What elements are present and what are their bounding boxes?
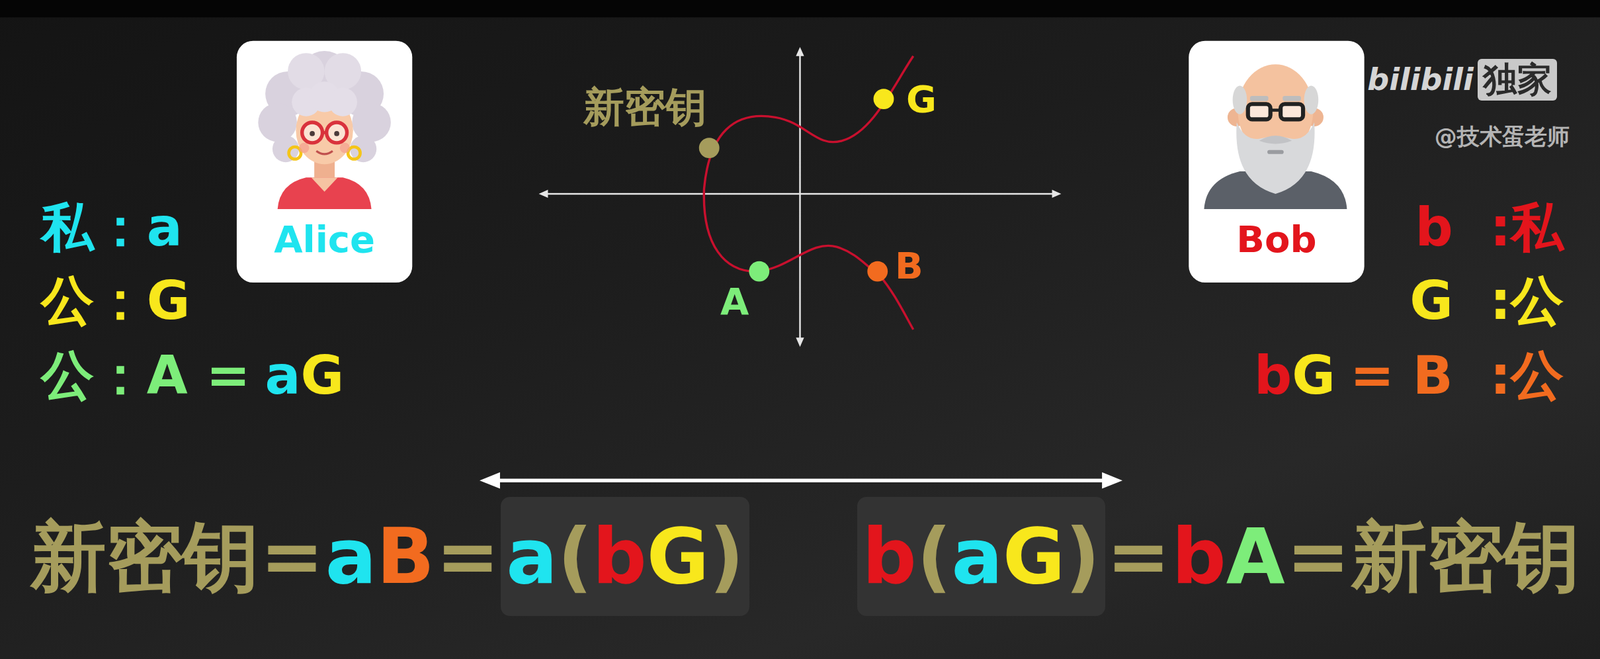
bob-card: Bob bbox=[1188, 41, 1364, 284]
formula-term: B bbox=[376, 510, 435, 602]
bob-avatar-part bbox=[1236, 122, 1315, 194]
bob-avatar-part bbox=[1304, 85, 1319, 115]
axes-part bbox=[1052, 189, 1062, 198]
formula-term: = bbox=[259, 510, 324, 602]
alice-card: Alice bbox=[236, 41, 413, 284]
alice-avatar-part bbox=[311, 177, 338, 192]
formula-term: = bbox=[1286, 510, 1350, 602]
axes-part bbox=[539, 189, 549, 198]
key-label: G bbox=[300, 343, 344, 408]
point-b bbox=[867, 261, 888, 282]
elliptic-curve bbox=[703, 56, 913, 330]
alice-avatar-part bbox=[302, 122, 323, 143]
key-label: b bbox=[1415, 195, 1454, 260]
key-label: 私：a bbox=[41, 195, 183, 260]
key-label: G bbox=[1291, 343, 1336, 408]
bob-avatar-part bbox=[1282, 95, 1302, 102]
alice-avatar-part bbox=[328, 87, 358, 117]
bob-avatar-part bbox=[1280, 103, 1304, 120]
key-label: a bbox=[265, 343, 301, 408]
point-new-key bbox=[699, 137, 720, 159]
alice-avatar-part bbox=[326, 122, 348, 143]
bob-avatar-part bbox=[1232, 85, 1248, 115]
alice-avatar-part bbox=[351, 103, 391, 143]
key-label: 公：A = bbox=[41, 343, 251, 408]
node-text: Bob bbox=[1236, 216, 1317, 262]
curve-point-label: A bbox=[720, 279, 749, 324]
bob-avatar-part bbox=[1267, 150, 1284, 155]
formula-term: a bbox=[325, 510, 378, 602]
formula-term: A bbox=[1226, 510, 1286, 602]
bob-card-bg bbox=[1188, 41, 1364, 283]
highlight-box: a(bG) bbox=[500, 496, 749, 616]
highlight-box: b(aG) bbox=[857, 496, 1106, 616]
point-a bbox=[748, 261, 770, 282]
key-label: G bbox=[1409, 269, 1454, 333]
axes bbox=[539, 46, 1062, 347]
alice-avatar-part bbox=[316, 150, 333, 155]
alice-avatar-part bbox=[298, 142, 309, 153]
node-text: b bbox=[862, 510, 917, 602]
key-label: :私 bbox=[1489, 195, 1564, 260]
formula-term: 新密钥 bbox=[1351, 510, 1580, 602]
key-label: :公 bbox=[1489, 269, 1564, 333]
alice-avatar-part bbox=[309, 130, 315, 137]
key-label: b bbox=[1254, 343, 1292, 408]
curve-point-label: G bbox=[906, 76, 937, 122]
alice-avatar bbox=[257, 50, 391, 210]
bob-avatar-part bbox=[1270, 108, 1281, 112]
alice-avatar-part bbox=[322, 130, 327, 135]
key-label: 公：G bbox=[41, 269, 191, 333]
axes-part bbox=[799, 52, 801, 341]
key-label: = B bbox=[1349, 343, 1454, 408]
bob-avatar-part bbox=[1250, 95, 1269, 102]
bob-avatar bbox=[1203, 64, 1347, 210]
top-bar bbox=[0, 0, 1600, 18]
axes-part bbox=[795, 337, 804, 347]
axes-part bbox=[795, 46, 804, 57]
double-arrow-part bbox=[496, 478, 1107, 482]
bob-avatar-part bbox=[1259, 135, 1292, 144]
alice-avatar-part bbox=[339, 142, 350, 153]
node-text: b bbox=[591, 510, 647, 602]
double-arrow bbox=[479, 472, 1123, 489]
node-text: ) bbox=[709, 510, 745, 602]
node-text: ( bbox=[916, 510, 952, 602]
point-g bbox=[873, 88, 895, 110]
alice-avatar-part bbox=[334, 130, 340, 137]
node-text: a bbox=[505, 510, 558, 602]
node-text: a bbox=[951, 510, 1004, 602]
watermark: 独家 bbox=[1477, 58, 1558, 100]
formula-term: 新密钥 bbox=[30, 510, 259, 602]
alice-card-bg bbox=[236, 41, 413, 283]
formula-term: b bbox=[1171, 510, 1226, 602]
node-text: ) bbox=[1065, 510, 1101, 602]
bob-avatar-part bbox=[1248, 103, 1271, 120]
key-label: :公 bbox=[1489, 343, 1564, 408]
formula-term: = bbox=[435, 510, 500, 602]
node-text: G bbox=[1002, 510, 1065, 602]
alice-avatar-part bbox=[257, 103, 297, 143]
double-arrow-part bbox=[479, 472, 501, 489]
node-text: Alice bbox=[273, 216, 376, 262]
watermark: @技术蛋老师 bbox=[1434, 123, 1570, 151]
watermark: bilibili bbox=[1367, 61, 1474, 98]
node-text: G bbox=[646, 510, 710, 602]
curve-point-label: 新密钥 bbox=[583, 82, 707, 132]
formula-term: = bbox=[1106, 510, 1171, 602]
double-arrow-part bbox=[1101, 472, 1123, 489]
alice-avatar-part bbox=[277, 177, 372, 210]
node-text: ( bbox=[557, 510, 593, 602]
curve-point-label: B bbox=[894, 243, 924, 288]
